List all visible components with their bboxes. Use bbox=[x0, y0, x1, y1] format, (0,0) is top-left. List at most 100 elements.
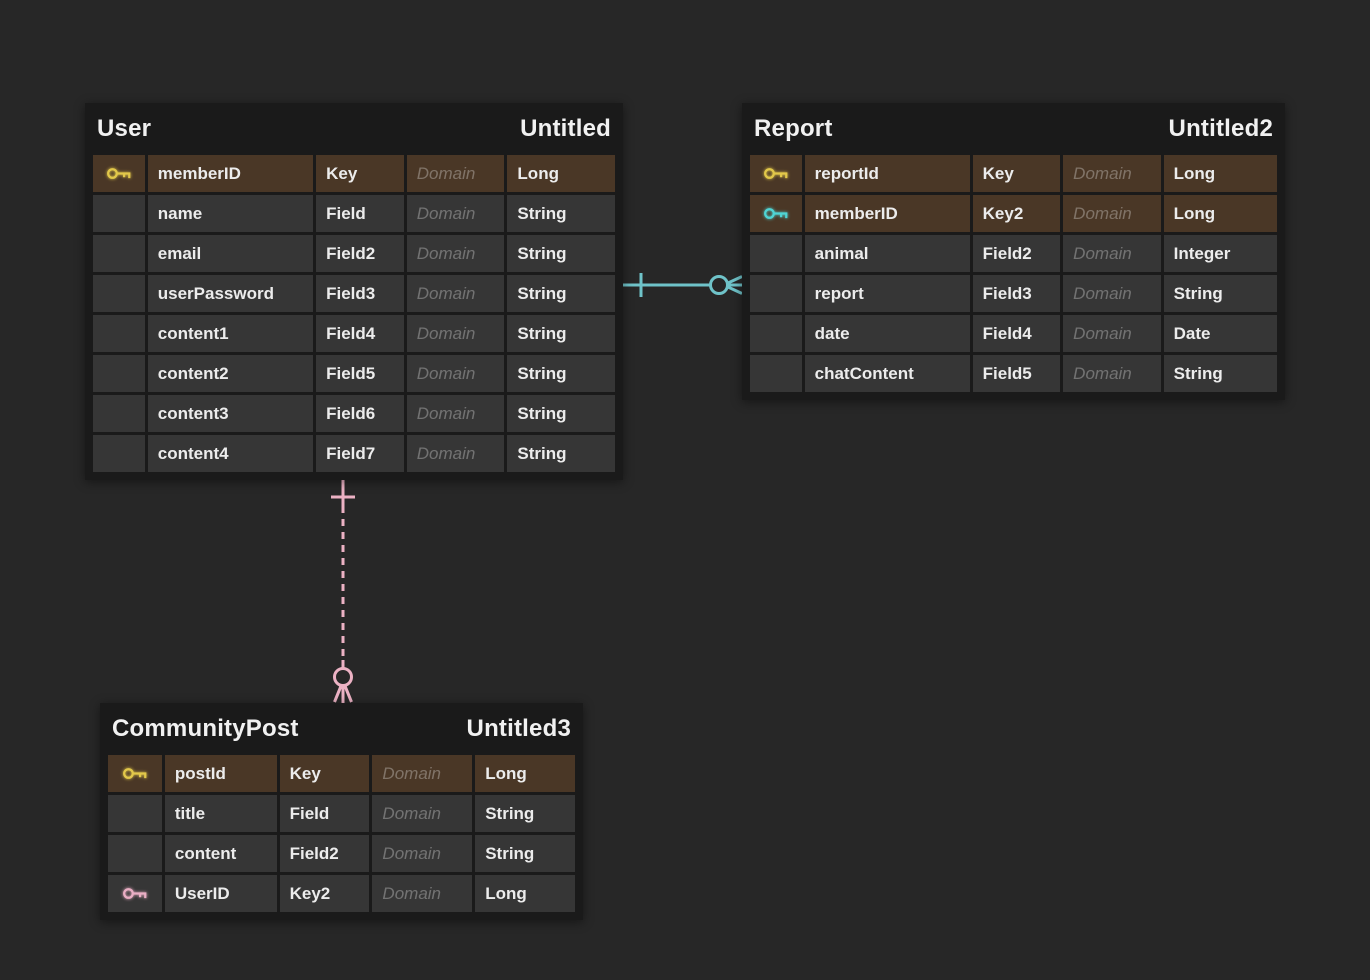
column-key-cell[interactable]: Field bbox=[316, 195, 404, 232]
column-name-cell[interactable]: email bbox=[147, 235, 314, 272]
column-domain-cell[interactable]: Domain bbox=[406, 355, 505, 392]
column-key-cell[interactable]: Field2 bbox=[279, 835, 370, 872]
column-type-cell[interactable]: String bbox=[507, 435, 616, 472]
column-domain-cell[interactable]: Domain bbox=[372, 795, 473, 832]
table-logical-name[interactable]: Untitled bbox=[520, 115, 611, 142]
column-domain-cell[interactable]: Domain bbox=[1063, 315, 1161, 352]
column-name-cell[interactable]: title bbox=[164, 795, 277, 832]
column-name-cell[interactable]: UserID bbox=[164, 875, 277, 912]
column-domain-cell[interactable]: Domain bbox=[1063, 155, 1161, 192]
table-logical-name[interactable]: Untitled2 bbox=[1168, 115, 1273, 142]
column-name-cell[interactable]: content1 bbox=[147, 315, 314, 352]
column-name-cell[interactable]: userPassword bbox=[147, 275, 314, 312]
column-type-cell[interactable]: String bbox=[475, 795, 575, 832]
column-key-cell[interactable]: Key bbox=[972, 155, 1061, 192]
column-name-cell[interactable]: memberID bbox=[147, 155, 314, 192]
column-domain-cell[interactable]: Domain bbox=[1063, 275, 1161, 312]
column-name-cell[interactable]: content4 bbox=[147, 435, 314, 472]
column-key-cell[interactable]: Field6 bbox=[316, 395, 404, 432]
column-key-cell[interactable]: Field3 bbox=[316, 275, 404, 312]
column-name-cell[interactable]: memberID bbox=[804, 195, 970, 232]
column-domain-cell[interactable]: Domain bbox=[1063, 195, 1161, 232]
table-header[interactable]: User Untitled bbox=[93, 103, 615, 155]
column-name-cell[interactable]: report bbox=[804, 275, 970, 312]
table-header[interactable]: Report Untitled2 bbox=[750, 103, 1277, 155]
column-domain-cell[interactable]: Domain bbox=[1063, 235, 1161, 272]
column-type-cell[interactable]: Long bbox=[475, 875, 575, 912]
column-key-cell[interactable]: Field3 bbox=[972, 275, 1061, 312]
column-key-cell[interactable]: Key bbox=[279, 755, 370, 792]
column-type-cell[interactable]: Date bbox=[1163, 315, 1277, 352]
column-name-cell[interactable]: content3 bbox=[147, 395, 314, 432]
column-name-cell[interactable]: content bbox=[164, 835, 277, 872]
column-key-cell[interactable]: Field7 bbox=[316, 435, 404, 472]
column-type-cell[interactable]: Long bbox=[507, 155, 616, 192]
column-key-cell[interactable]: Field5 bbox=[972, 355, 1061, 392]
column-type-cell[interactable]: String bbox=[1163, 275, 1277, 312]
column-type-cell[interactable]: String bbox=[507, 195, 616, 232]
table-name[interactable]: User bbox=[97, 115, 152, 142]
column-key-cell[interactable]: Field bbox=[279, 795, 370, 832]
column-name-cell[interactable]: content2 bbox=[147, 355, 314, 392]
column-type-cell[interactable]: String bbox=[507, 275, 616, 312]
relationship-user-communitypost[interactable] bbox=[331, 480, 355, 703]
column-type-cell[interactable]: Long bbox=[1163, 155, 1277, 192]
column-type-cell[interactable]: String bbox=[507, 355, 616, 392]
column-type-cell[interactable]: String bbox=[507, 235, 616, 272]
column-key-cell[interactable]: Field4 bbox=[972, 315, 1061, 352]
table-logical-name[interactable]: Untitled3 bbox=[466, 715, 571, 742]
column-name-cell[interactable]: animal bbox=[804, 235, 970, 272]
column-type-cell[interactable]: Long bbox=[475, 755, 575, 792]
column-domain-cell[interactable]: Domain bbox=[406, 395, 505, 432]
column-type-cell[interactable]: Long bbox=[1163, 195, 1277, 232]
column-domain-cell[interactable]: Domain bbox=[406, 235, 505, 272]
column-domain-cell[interactable]: Domain bbox=[406, 435, 505, 472]
column-type-cell[interactable]: String bbox=[507, 315, 616, 352]
column-key-cell[interactable]: Key2 bbox=[279, 875, 370, 912]
column-key-cell[interactable]: Field2 bbox=[972, 235, 1061, 272]
column-domain-cell[interactable]: Domain bbox=[406, 155, 505, 192]
column-name-cell[interactable]: date bbox=[804, 315, 970, 352]
column-domain-cell[interactable]: Domain bbox=[372, 875, 473, 912]
column-domain-cell[interactable]: Domain bbox=[372, 835, 473, 872]
column-key-cell[interactable]: Key bbox=[316, 155, 404, 192]
column-domain-cell[interactable]: Domain bbox=[406, 195, 505, 232]
relationship-user-report[interactable] bbox=[623, 273, 743, 297]
column-key-cell[interactable]: Field5 bbox=[316, 355, 404, 392]
column-key-cell[interactable]: Field4 bbox=[316, 315, 404, 352]
column-domain-cell[interactable]: Domain bbox=[406, 315, 505, 352]
column-key-cell[interactable]: Field2 bbox=[316, 235, 404, 272]
table-name[interactable]: CommunityPost bbox=[112, 715, 299, 742]
column-domain-cell[interactable]: Domain bbox=[406, 275, 505, 312]
column-type-cell[interactable]: Integer bbox=[1163, 235, 1277, 272]
column-type-cell[interactable]: String bbox=[475, 835, 575, 872]
column-domain-cell[interactable]: Domain bbox=[372, 755, 473, 792]
column-name-cell[interactable]: name bbox=[147, 195, 314, 232]
column-key-cell[interactable]: Key2 bbox=[972, 195, 1061, 232]
column-name-cell[interactable]: postId bbox=[164, 755, 277, 792]
column-type-cell[interactable]: String bbox=[1163, 355, 1277, 392]
column-domain-cell[interactable]: Domain bbox=[1063, 355, 1161, 392]
table-name[interactable]: Report bbox=[754, 115, 833, 142]
